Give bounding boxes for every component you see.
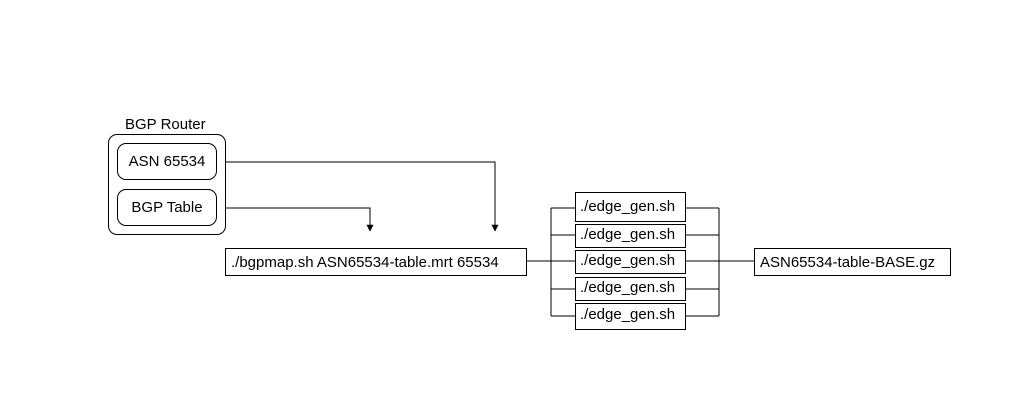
router-title: BGP Router bbox=[125, 116, 206, 133]
bgpmap-command-node: ./bgpmap.sh ASN65534-table.mrt 65534 bbox=[225, 248, 527, 276]
connector-asn-to-bgpmap bbox=[217, 161, 499, 232]
edge-gen-node-3: ./edge_gen.sh bbox=[575, 250, 686, 274]
connector-table-to-bgpmap bbox=[217, 207, 374, 232]
output-file-node: ASN65534-table-BASE.gz bbox=[754, 248, 951, 276]
asn-node: ASN 65534 bbox=[117, 143, 217, 180]
edge-gen-node-1: ./edge_gen.sh bbox=[575, 192, 686, 222]
edge-gen-node-4: ./edge_gen.sh bbox=[575, 277, 686, 301]
bgp-table-node: BGP Table bbox=[117, 189, 217, 226]
edge-gen-node-5: ./edge_gen.sh bbox=[575, 303, 686, 330]
edge-gen-node-2: ./edge_gen.sh bbox=[575, 224, 686, 248]
